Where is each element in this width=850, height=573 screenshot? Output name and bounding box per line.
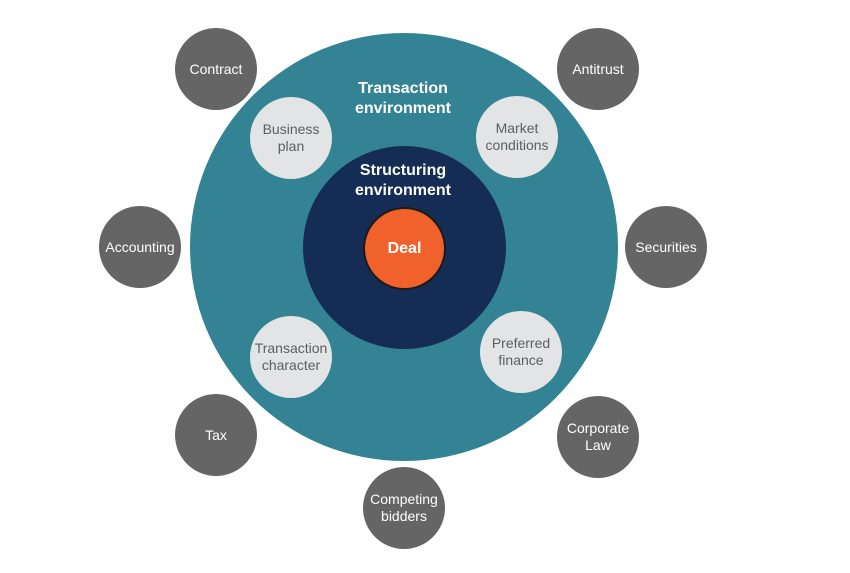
contract-node: Contract [175, 28, 257, 110]
contract-label: Contract [189, 60, 243, 77]
preferred-finance-node: Preferred finance [480, 311, 562, 393]
preferred-finance-label: Preferred finance [491, 335, 551, 368]
accounting-label: Accounting [105, 238, 175, 255]
corporate-law-label: Corporate Law [566, 420, 630, 453]
securities-node: Securities [625, 206, 707, 288]
antitrust-node: Antitrust [557, 28, 639, 110]
transaction-character-node: Transaction character [250, 316, 332, 398]
tax-node: Tax [175, 394, 257, 476]
market-conditions-label: Market conditions [485, 120, 549, 153]
market-conditions-node: Market conditions [476, 96, 558, 178]
antitrust-label: Antitrust [572, 60, 624, 77]
business-plan-node: Business plan [250, 97, 332, 179]
securities-label: Securities [635, 238, 697, 255]
accounting-node: Accounting [99, 206, 181, 288]
competing-bidders-node: Competing bidders [363, 467, 445, 549]
deal-label: Deal [387, 239, 422, 257]
corporate-law-node: Corporate Law [557, 396, 639, 478]
tax-label: Tax [205, 426, 227, 443]
business-plan-label: Business plan [262, 121, 320, 154]
transaction-character-label: Transaction character [254, 340, 328, 373]
structuring-environment-label: Structuring environment [354, 162, 451, 199]
transaction-environment-label: Transaction environment [354, 80, 451, 117]
competing-bidders-label: Competing bidders [370, 491, 438, 524]
deal-node: Deal [363, 207, 446, 290]
